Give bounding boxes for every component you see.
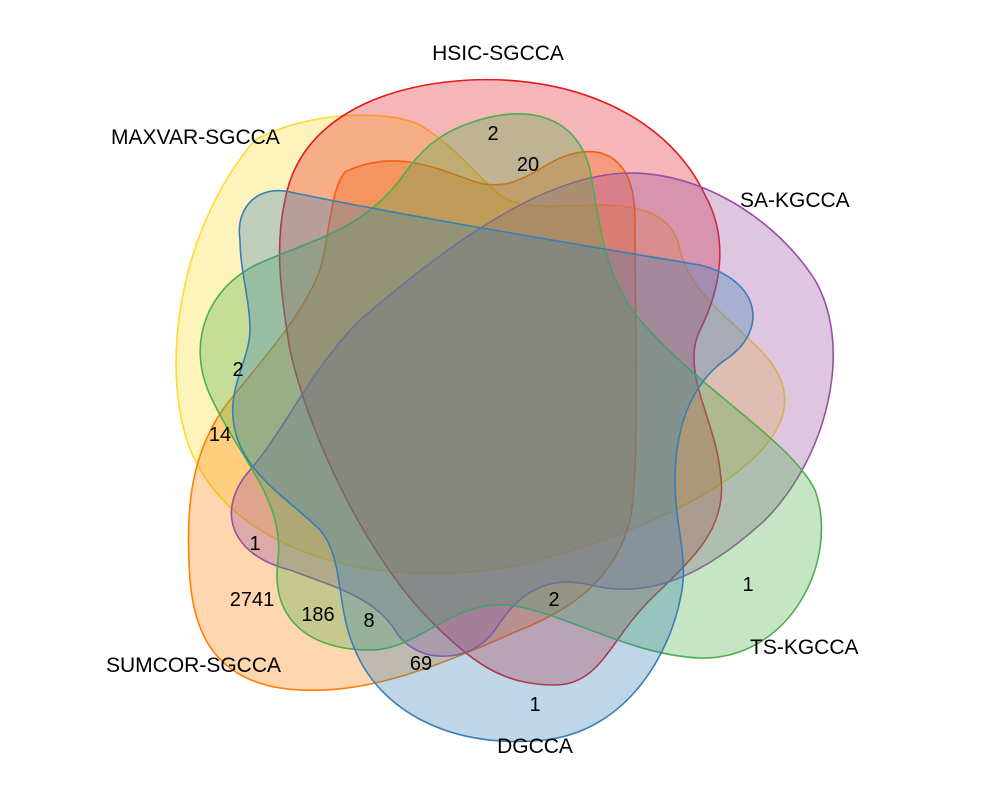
set-label-ts-kgcca: TS-KGCCA	[750, 636, 859, 659]
set-shape-sumcor-sgcca	[187, 150, 638, 692]
region-count-label: 20	[517, 154, 539, 176]
set-shape-sa-kgcca	[230, 172, 834, 658]
region-count-label: 2	[232, 359, 243, 381]
set-label-sa-kgcca: SA-KGCCA	[740, 189, 850, 212]
region-count-label: 14	[209, 424, 231, 446]
set-label-sumcor-sgcca: SUMCOR-SGCCA	[106, 654, 281, 677]
region-count-label: 1	[249, 533, 260, 555]
region-count-label: 1	[529, 694, 540, 716]
set-label-hsic-sgcca: HSIC-SGCCA	[432, 42, 564, 65]
set-shape-ts-kgcca	[199, 113, 823, 659]
set-labels: HSIC-SGCCA SA-KGCCA TS-KGCCA DGCCA SUMCOR-SG…	[106, 42, 859, 758]
set-label-dgcca: DGCCA	[497, 735, 573, 758]
region-count-label: 1	[742, 574, 753, 596]
region-count-label: 69	[410, 653, 432, 675]
set-shape-hsic-sgcca	[278, 78, 723, 686]
region-count-label: 186	[301, 604, 334, 626]
venn-shapes	[175, 78, 834, 743]
set-shape-dgcca	[231, 189, 754, 743]
set-label-maxvar-sgcca: MAXVAR-SGCCA	[111, 126, 280, 149]
region-count-label: 2741	[230, 589, 275, 611]
region-count-label: 2	[548, 589, 559, 611]
region-count-label: 2	[487, 123, 498, 145]
region-labels: 2 20 2 14 1 2741 186 8 69 2 1 1	[209, 123, 754, 716]
region-count-label: 8	[363, 610, 374, 632]
